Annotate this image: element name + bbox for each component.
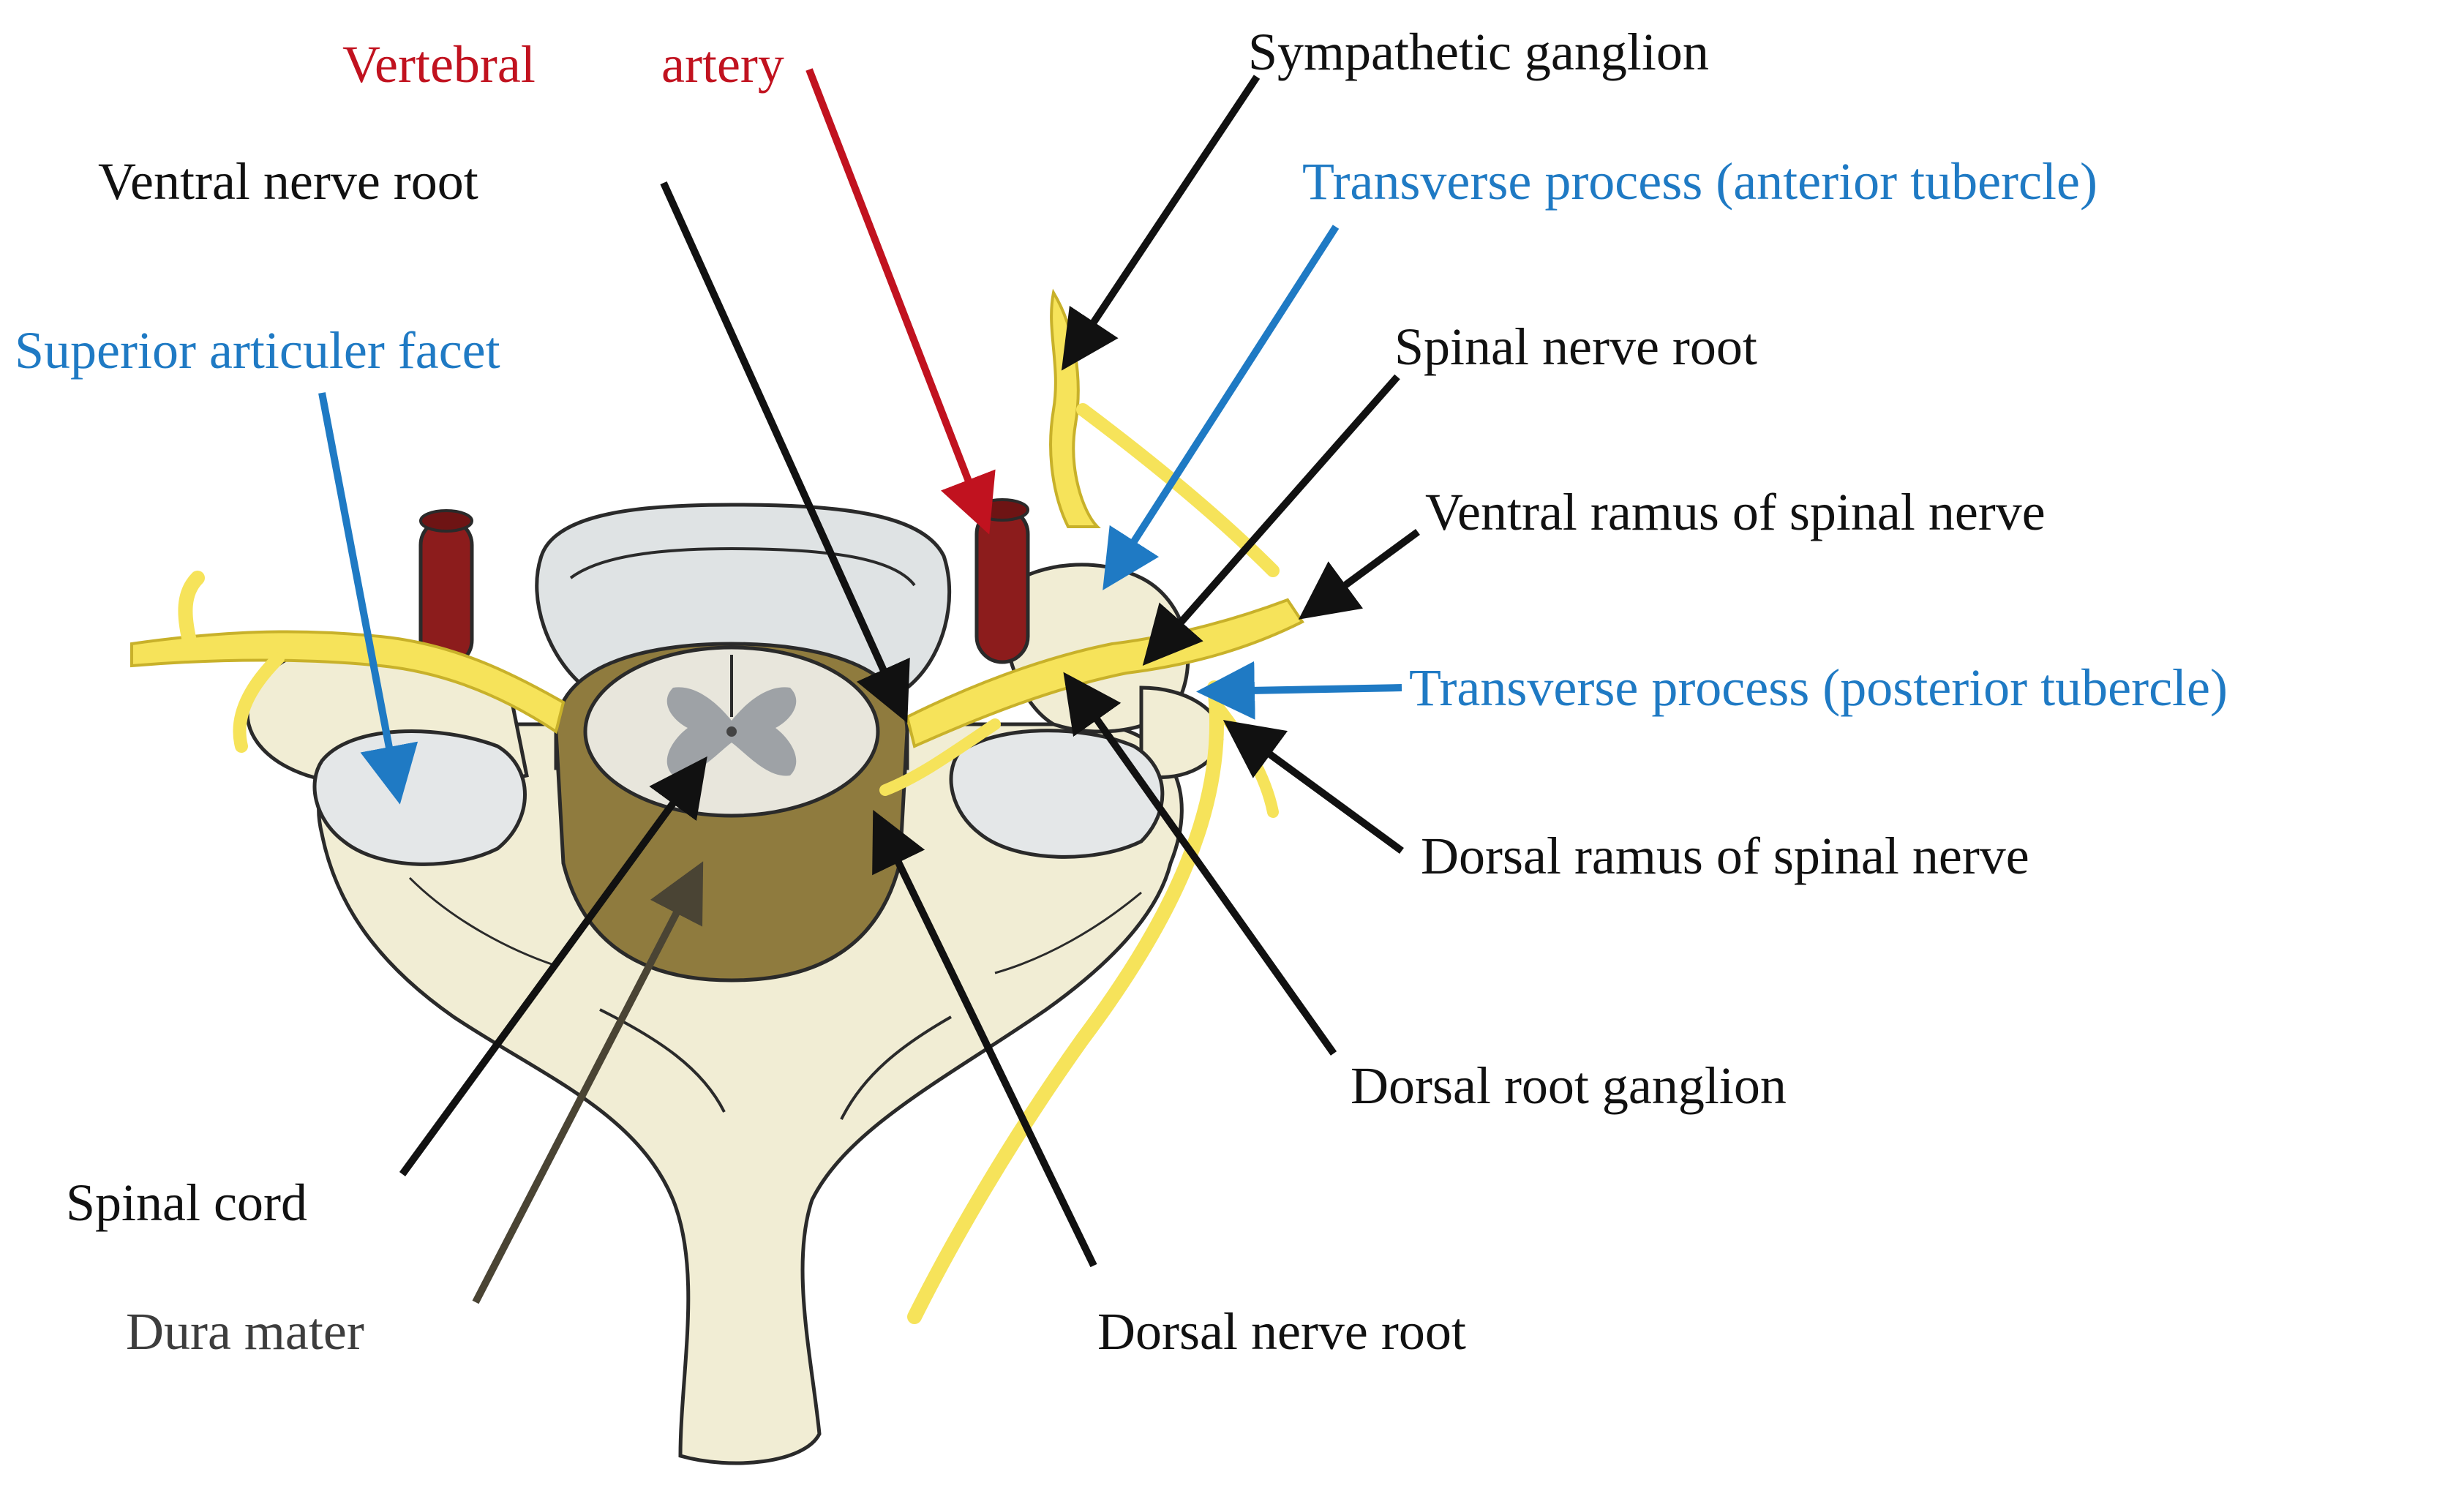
arrow-sympathetic-ganglion (1061, 75, 1261, 371)
arrow-transverse-posterior (1196, 661, 1402, 720)
left-nerve-branch (233, 652, 285, 753)
label-ventral-nerve-root: Ventral nerve root (98, 152, 478, 211)
left-spinal-nerve (130, 630, 566, 735)
label-dorsal-nerve-root: Dorsal nerve root (1097, 1302, 1466, 1361)
label-spinal-cord: Spinal cord (66, 1173, 307, 1232)
dorsal-ramus-nerve (907, 680, 1224, 1324)
label-transverse-anterior: Transverse process (anterior tubercle) (1302, 152, 2097, 211)
arrow-ventral-nerve-root (660, 181, 910, 724)
label-sympathetic-ganglion: Sympathetic ganglion (1248, 23, 1709, 81)
arrow-dura-mater (472, 861, 704, 1304)
label-dorsal-root-ganglion: Dorsal root ganglion (1351, 1056, 1787, 1115)
vertebra-illustration (130, 288, 1304, 1465)
arrow-dorsal-ramus (1222, 720, 1404, 854)
arrows (318, 68, 1420, 1304)
label-spinal-nerve-root: Spinal nerve root (1394, 318, 1757, 376)
left-nerve-branch (178, 571, 205, 651)
right-vertebral-artery (974, 506, 1030, 664)
arch-contour (994, 891, 1142, 974)
label-transverse-posterior: Transverse process (posterior tubercle) (1409, 658, 2228, 717)
label-vertebral-artery-word2: artery (661, 35, 784, 94)
central-canal (726, 726, 737, 737)
label-dorsal-ramus: Dorsal ramus of spinal nerve (1421, 827, 2029, 885)
left-vertebral-artery-top (419, 509, 473, 533)
vertebral-body-rim (569, 546, 916, 587)
dorsal-root (879, 718, 1001, 796)
label-vertebral-artery-word1: Vertebral (342, 35, 536, 94)
arrow-superior-facet (318, 392, 418, 805)
label-dura-mater: Dura mater (126, 1302, 364, 1361)
arch-contour (840, 1015, 952, 1120)
arrow-spinal-nerve-root (1142, 374, 1400, 666)
arrow-spinal-cord (399, 756, 707, 1176)
arch-contour (408, 876, 557, 967)
label-superior-facet: Superior articuler facet (15, 321, 500, 380)
vertebral-body (535, 503, 952, 690)
arrow-dorsal-root-ganglion (1063, 672, 1337, 1056)
arrow-vertebral-artery (805, 68, 996, 535)
arrow-dorsal-nerve-root (872, 809, 1097, 1268)
left-articular-facet (312, 729, 527, 866)
arrow-ventral-ramus (1298, 528, 1420, 620)
arrow-transverse-anterior (1103, 225, 1340, 590)
label-ventral-ramus: Ventral ramus of spinal nerve (1425, 483, 2046, 541)
dorsal-ramus-branch (1209, 696, 1279, 818)
right-articular-facet (949, 729, 1165, 859)
